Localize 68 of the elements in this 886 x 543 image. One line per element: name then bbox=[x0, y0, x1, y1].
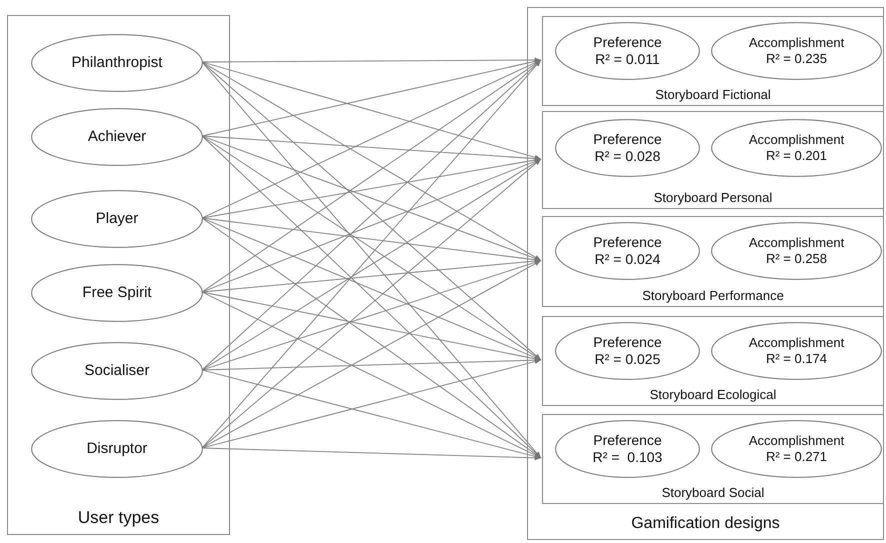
node-label: R² = 0.201 bbox=[766, 148, 828, 164]
node-label: R² = 0.258 bbox=[766, 251, 828, 267]
arrow bbox=[202, 218, 542, 262]
group-box bbox=[542, 16, 884, 106]
arrow bbox=[202, 218, 542, 360]
group-title: Storyboard Social bbox=[660, 485, 766, 500]
ellipse-node bbox=[555, 420, 700, 478]
node-label: Disruptor bbox=[86, 440, 148, 458]
arrow bbox=[202, 359, 542, 448]
arrow bbox=[202, 218, 542, 458]
arrow bbox=[202, 260, 542, 370]
node-label: Socialiser bbox=[84, 362, 150, 380]
node-label: Preference bbox=[593, 34, 662, 51]
group-box bbox=[542, 414, 884, 504]
arrow bbox=[202, 136, 542, 162]
node-label: Accomplishment bbox=[748, 35, 844, 51]
node-label: Preference bbox=[593, 131, 662, 148]
ellipse-node bbox=[555, 222, 700, 280]
ellipse-node bbox=[31, 190, 203, 248]
group-box bbox=[7, 15, 230, 535]
node-label: Preference bbox=[593, 432, 662, 449]
group-box bbox=[542, 316, 884, 406]
node-label: R² = 0.103 bbox=[592, 449, 662, 466]
ellipse-node bbox=[31, 420, 203, 478]
node-label: Accomplishment bbox=[748, 335, 844, 351]
ellipse-node bbox=[711, 119, 882, 177]
ellipse-node bbox=[711, 322, 882, 380]
node-label: R² = 0.235 bbox=[766, 51, 828, 67]
node-label: Achiever bbox=[88, 128, 146, 146]
arrow bbox=[202, 158, 542, 292]
arrow bbox=[202, 448, 542, 460]
group-title: Storyboard Personal bbox=[652, 190, 774, 205]
node-label: Preference bbox=[593, 334, 662, 351]
group-box bbox=[527, 7, 884, 540]
ellipse-node bbox=[711, 222, 882, 280]
group-title: Storyboard Fictional bbox=[654, 87, 772, 102]
node-label: Accomplishment bbox=[748, 132, 844, 148]
node-label: Player bbox=[96, 210, 138, 228]
arrow bbox=[202, 58, 542, 63]
group-title: Gamification designs bbox=[630, 515, 781, 533]
arrow bbox=[202, 62, 542, 160]
ellipse-node bbox=[31, 342, 203, 400]
node-label: Accomplishment bbox=[748, 235, 844, 251]
node-label: Free Spirit bbox=[82, 284, 152, 302]
group-title: Storyboard Performance bbox=[641, 288, 785, 303]
ellipse-node bbox=[555, 22, 700, 80]
group-box bbox=[542, 111, 884, 209]
node-label: Preference bbox=[593, 234, 662, 251]
node-label: Accomplishment bbox=[748, 433, 844, 449]
ellipse-node bbox=[711, 420, 882, 478]
ellipse-node bbox=[31, 34, 203, 92]
node-label: R² = 0.025 bbox=[594, 351, 660, 368]
group-box bbox=[542, 216, 884, 307]
ellipse-node bbox=[555, 322, 700, 380]
ellipse-node bbox=[555, 119, 700, 177]
arrow bbox=[202, 136, 542, 261]
ellipse-node bbox=[31, 108, 203, 166]
arrow bbox=[202, 260, 542, 448]
ellipse-node bbox=[31, 264, 203, 322]
node-label: Philanthropist bbox=[72, 54, 162, 72]
node-label: R² = 0.011 bbox=[595, 51, 660, 68]
node-label: R² = 0.174 bbox=[766, 351, 828, 367]
group-title: Storyboard Ecological bbox=[648, 387, 778, 402]
node-label: R² = 0.024 bbox=[594, 251, 660, 268]
node-label: R² = 0.028 bbox=[594, 148, 660, 165]
node-label: R² = 0.271 bbox=[766, 449, 828, 465]
ellipse-node bbox=[711, 22, 882, 80]
group-title: User types bbox=[76, 508, 160, 528]
